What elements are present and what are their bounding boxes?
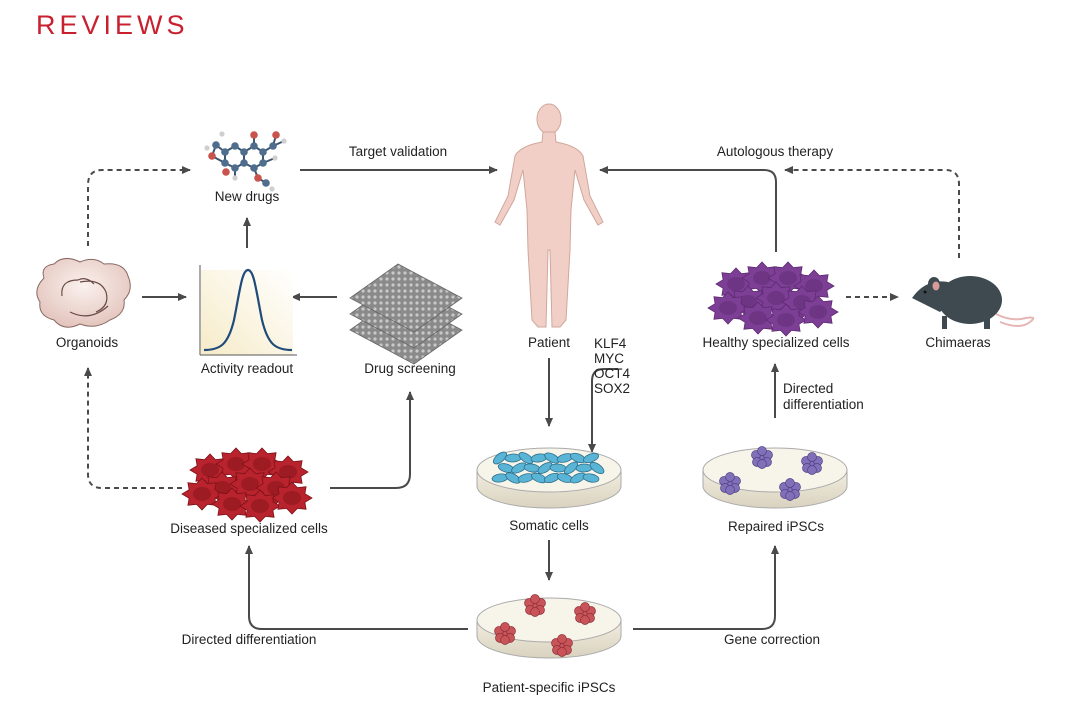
reprogramming-factors: KLF4 MYC OCT4 SOX2: [594, 336, 630, 396]
label-drug-screening: Drug screening: [364, 361, 456, 376]
label-organoids: Organoids: [55, 335, 119, 350]
label-new-drugs: New drugs: [214, 189, 280, 204]
factor-myc: MYC: [594, 351, 624, 366]
arrow-organoids-newdrugs: [87, 166, 191, 246]
somatic-cell: [518, 452, 534, 464]
cell-nucleus: [727, 277, 745, 291]
cell-nucleus: [283, 491, 301, 505]
ipsc-cell: [500, 622, 510, 632]
somatic-cell: [582, 473, 600, 483]
cell-nucleus: [251, 499, 269, 513]
arrow-autologous-therapy: [599, 166, 777, 252]
label-repaired-ipscs: Repaired iPSCs: [727, 519, 825, 534]
arrow-factors-somatic: [588, 368, 618, 453]
cell-nucleus: [809, 305, 827, 319]
cell-nucleus: [767, 291, 785, 305]
ipsc-cell: [725, 472, 735, 482]
cell: [737, 301, 779, 335]
ipsc-cell: [580, 602, 590, 612]
ipsc-cell: [530, 594, 540, 604]
ipsc-cell: [785, 478, 795, 488]
cell-nucleus: [241, 477, 259, 491]
cell-nucleus: [253, 457, 271, 471]
cell-nucleus: [779, 271, 797, 285]
arrow-chimaeras-therapy: [784, 166, 960, 258]
arrow-ipscs-repaired: [633, 545, 779, 630]
label-healthy-cells: Healthy specialized cells: [702, 335, 850, 350]
arrow-diseased-organoids: [84, 367, 182, 489]
activity-plot-icon: [199, 265, 297, 356]
label-patient-ipscs: Patient-specific iPSCs: [482, 680, 616, 695]
healthy-cells-icon: [707, 261, 839, 337]
ipsc-cell: [725, 485, 735, 495]
arrow-ipscs-diseased: [245, 545, 468, 630]
ipsc-cell: [757, 446, 767, 456]
somatic-cell: [563, 461, 579, 475]
label-somatic-cells: Somatic cells: [509, 518, 589, 533]
label-directed-differentiation-right: Directed differentiation: [783, 381, 864, 412]
factor-klf4: KLF4: [594, 336, 627, 351]
cell-nucleus: [749, 311, 767, 325]
factor-sox2: SOX2: [594, 381, 631, 396]
drug-screening-plates-icon: [349, 263, 463, 365]
edges: [84, 166, 960, 630]
cell: [707, 291, 749, 325]
factor-oct4: OCT4: [594, 366, 631, 381]
ipsc-cell: [785, 491, 795, 501]
ipsc-cell: [557, 634, 567, 644]
somatic-cell: [537, 462, 553, 474]
somatic-cell: [492, 451, 508, 465]
cell-nucleus: [223, 497, 241, 511]
somatic-cell: [589, 461, 605, 475]
cell: [765, 303, 807, 337]
somatic-cell: [582, 452, 600, 464]
cell: [797, 295, 839, 329]
cell-nucleus: [227, 457, 245, 471]
ipsc-cell: [580, 615, 590, 625]
section-header: REVIEWS: [36, 10, 189, 40]
label-patient: Patient: [527, 335, 571, 350]
label-diseased-cells: Diseased specialized cells: [170, 521, 328, 536]
cell: [271, 481, 313, 515]
label-gene-correction: Gene correction: [723, 632, 821, 647]
mouse-icon: [912, 276, 1035, 329]
ipsc-cell: [500, 635, 510, 645]
arrow-diseased-screening: [330, 391, 414, 489]
somatic-dish-icon: [476, 447, 622, 509]
cell-nucleus: [279, 465, 297, 479]
cell-nucleus: [193, 487, 211, 501]
cell-nucleus: [753, 271, 771, 285]
ipsc-cell: [807, 465, 817, 475]
cell-nucleus: [719, 301, 737, 315]
label-target-validation: Target validation: [348, 144, 448, 159]
patient-ipsc-dish-icon: [476, 594, 622, 659]
cell-nucleus: [805, 279, 823, 293]
ipsc-cell: [807, 452, 817, 462]
label-directed-differentiation-left: Directed differentiation: [181, 632, 317, 647]
cell-nucleus: [777, 313, 795, 327]
patient-body-icon: [494, 103, 604, 328]
cell-nucleus: [201, 463, 219, 477]
label-autologous-therapy: Autologous therapy: [716, 144, 834, 159]
molecule-atoms: [204, 131, 287, 192]
repaired-dish-icon: [702, 446, 848, 509]
cell: [181, 477, 223, 511]
ipsc-cell: [557, 647, 567, 657]
cell: [211, 487, 253, 521]
ipsc-cell: [530, 607, 540, 617]
label-chimaeras: Chimaeras: [925, 335, 991, 350]
label-activity-readout: Activity readout: [200, 361, 294, 376]
ipsc-cell: [757, 459, 767, 469]
cell: [239, 489, 281, 523]
organoid-icon: [36, 258, 131, 328]
diseased-cells-icon: [181, 447, 313, 523]
